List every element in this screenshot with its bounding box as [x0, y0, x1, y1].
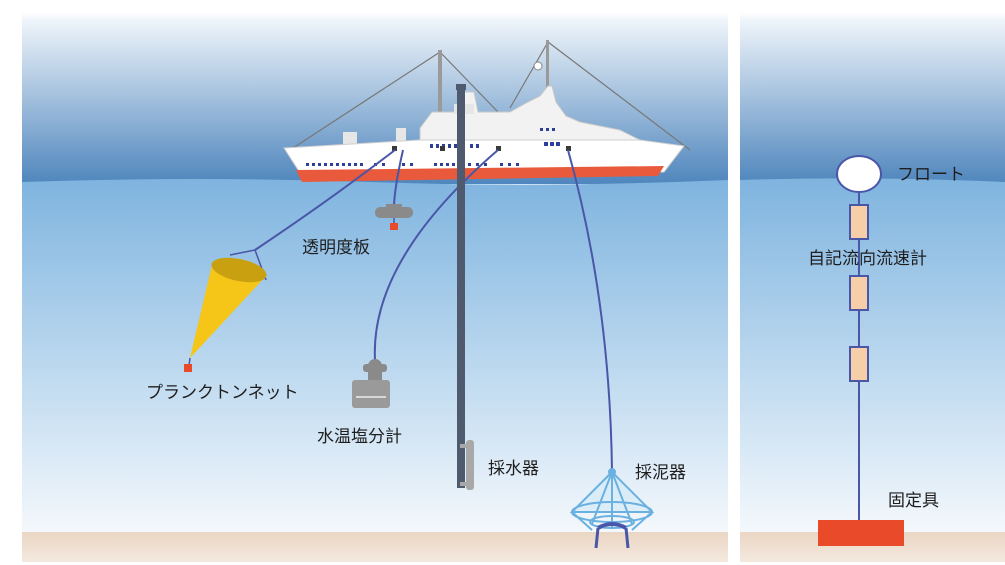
ctd-cable: [373, 149, 499, 361]
secchi-disk: [375, 204, 413, 230]
right-panel: [740, 12, 1005, 562]
research-ship: [283, 40, 691, 182]
mooring: [818, 155, 904, 546]
net-mouth: [211, 257, 267, 283]
sampler-bottle: [466, 440, 474, 490]
label-mud-sampler: 採泥器: [635, 463, 686, 483]
labels: 透明度板 プランクトンネット 水温塩分計 採水器 採泥器 フロート 自記流向流速…: [146, 165, 965, 511]
front-mast: [438, 50, 442, 130]
anchor-block: [818, 520, 904, 546]
label-float: フロート: [897, 165, 965, 185]
net-cone: [190, 265, 266, 358]
label-current-meter: 自記流向流速計: [808, 249, 927, 269]
plankton-net-cable: [254, 149, 396, 251]
current-meter-1: [849, 204, 869, 240]
cables: [254, 149, 613, 473]
sampler-mast: [457, 86, 465, 488]
seabed: [22, 532, 728, 562]
label-plankton-net: プランクトンネット: [146, 383, 299, 403]
label-anchor: 固定具: [888, 491, 939, 511]
current-meter-3: [849, 346, 869, 382]
mud-sampler: [569, 468, 655, 549]
label-water-sampler: 採水器: [488, 459, 539, 479]
ctd-instrument: [352, 359, 390, 408]
hull-stripe: [296, 166, 664, 182]
rear-mast: [546, 40, 549, 120]
net-bucket: [184, 364, 192, 372]
float: [836, 155, 882, 193]
sky-area-right: [740, 12, 1005, 184]
label-ctd: 水温塩分計: [317, 427, 402, 447]
water-sampler: [456, 84, 474, 490]
sea-area-right: [740, 178, 1005, 532]
mud-sampler-cable: [567, 149, 613, 473]
plankton-net: [184, 249, 267, 372]
label-secchi-disk: 透明度板: [302, 238, 370, 258]
current-meter-2: [849, 275, 869, 311]
